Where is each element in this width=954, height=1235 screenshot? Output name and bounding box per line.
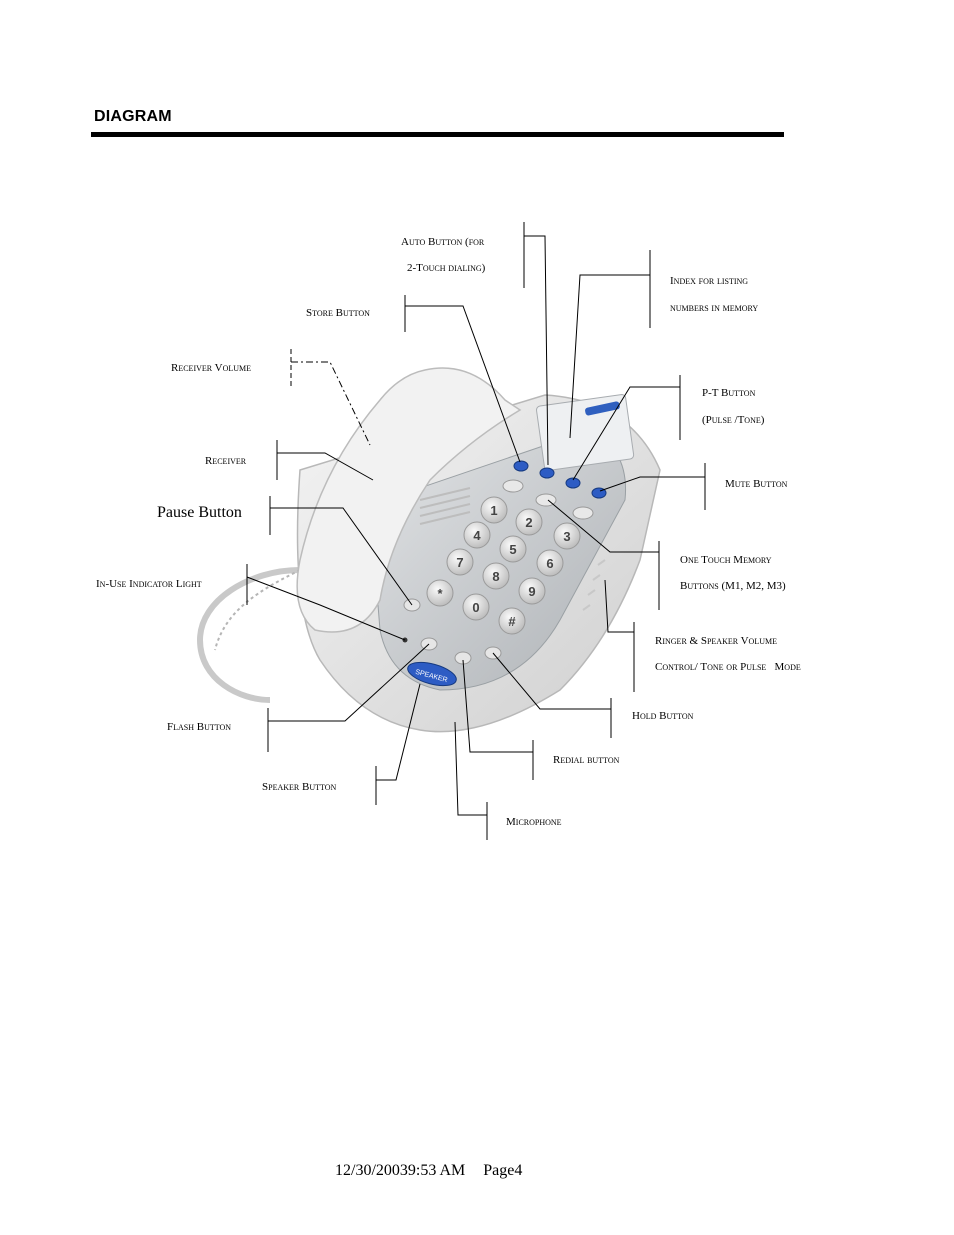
- label-in-use-light: In-Use Indicator Light: [96, 578, 202, 590]
- svg-text:2: 2: [525, 515, 532, 530]
- coiled-cord: [196, 567, 301, 703]
- section-heading: DIAGRAM: [94, 108, 172, 125]
- label-hold-button: Hold Button: [632, 710, 694, 722]
- svg-text:1: 1: [490, 503, 497, 518]
- function-keys: [513, 460, 607, 499]
- leader-lines: [246, 222, 706, 840]
- speaker-key: [407, 661, 457, 687]
- keypad-labels: 1 2 3 4 5 6 7 8 9 * 0 #: [437, 503, 570, 629]
- label-one-touch-2: Buttons (M1, M2, M3): [680, 580, 786, 592]
- svg-text:9: 9: [528, 584, 535, 599]
- label-index-1: Index for listing: [670, 275, 749, 287]
- footer-datetime: 12/30/20039:53 AM: [335, 1162, 466, 1179]
- footer-page: Page4: [483, 1162, 523, 1179]
- label-store-button: Store Button: [306, 307, 370, 319]
- page-footer: 12/30/20039:53 AM Page4: [335, 1162, 540, 1180]
- svg-text:0: 0: [472, 600, 479, 615]
- label-ringer-2: Control/ Tone or Pulse Mode: [655, 661, 801, 673]
- svg-text:4: 4: [473, 528, 481, 543]
- svg-text:*: *: [437, 586, 443, 601]
- label-receiver-volume: Receiver Volume: [171, 362, 252, 374]
- label-microphone: Microphone: [506, 816, 562, 828]
- label-one-touch-1: One Touch Memory: [680, 554, 772, 566]
- keypad: [426, 496, 581, 635]
- svg-text:5: 5: [509, 542, 516, 557]
- svg-text:6: 6: [546, 556, 553, 571]
- label-index-2: numbers in memory: [670, 302, 759, 314]
- label-flash-button: Flash Button: [167, 721, 232, 733]
- label-ringer-1: Ringer & Speaker Volume: [655, 635, 778, 647]
- receiver-handset: [296, 367, 522, 633]
- label-speaker-button: Speaker Button: [262, 781, 337, 793]
- label-pt-button-2: (Pulse /Tone): [702, 414, 765, 426]
- svg-text:7: 7: [456, 555, 463, 570]
- label-mute-button: Mute Button: [725, 478, 788, 490]
- label-redial-button: Redial button: [553, 754, 620, 766]
- label-receiver: Receiver: [205, 455, 247, 467]
- svg-text:3: 3: [563, 529, 570, 544]
- heading-rule: [91, 132, 784, 137]
- label-auto-button-1: Auto Button (for: [401, 236, 485, 248]
- label-pause-button: Pause Button: [157, 504, 242, 521]
- label-pt-button-1: P-T Button: [702, 387, 756, 399]
- svg-text:8: 8: [492, 569, 499, 584]
- label-auto-button-2: 2-Touch dialing): [407, 262, 486, 274]
- svg-text:#: #: [508, 614, 516, 629]
